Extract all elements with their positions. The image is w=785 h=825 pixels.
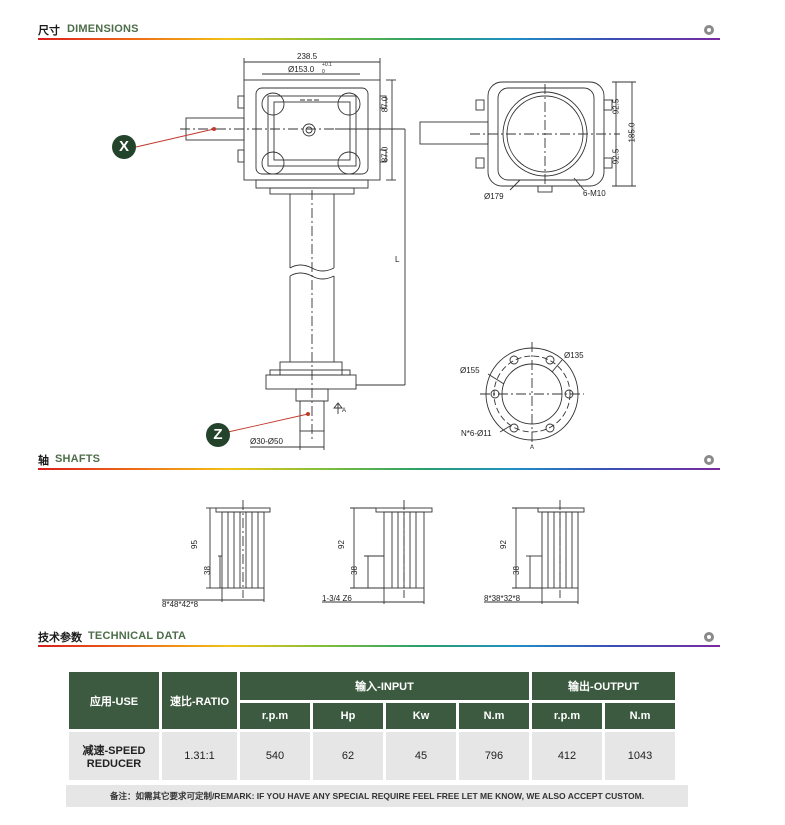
rainbow-divider (38, 38, 720, 40)
dim-179: Ø179 (484, 192, 504, 201)
input-shaft-side (419, 121, 489, 145)
dim-holes: N*6-Ø11 (461, 429, 492, 438)
dim-bore-tol-upper: +0.1 (322, 62, 332, 68)
cell-input-hp: 62 (313, 732, 383, 780)
subheader-input-rpm: r.p.m (240, 703, 310, 729)
badge-x: X (112, 135, 136, 159)
technical-data-table: 应用-USE 速比-RATIO 输入-INPUT 输出-OUTPUT r.p.m… (66, 669, 678, 783)
header-use: 应用-USE (69, 672, 159, 729)
header-output: 输出-OUTPUT (532, 672, 675, 700)
shaft-1-height: 95 (189, 540, 199, 549)
cell-input-kw: 45 (386, 732, 456, 780)
cell-use-line1: 减速-SPEED (82, 745, 146, 757)
label-a-view: A (530, 445, 535, 451)
subheader-input-nm: N.m (459, 703, 529, 729)
dim-87-bottom: 87.0 (380, 146, 390, 163)
section-title-en: DIMENSIONS (67, 23, 139, 35)
subheader-output-rpm: r.p.m (532, 703, 602, 729)
cell-use: 减速-SPEED REDUCER (69, 732, 159, 780)
dim-87-top: 87.0 (380, 96, 390, 113)
shaft-3-inner: 38 (511, 566, 521, 575)
subheader-input-hp: Hp (313, 703, 383, 729)
section-title-en: SHAFTS (55, 453, 101, 465)
bullet-icon (704, 455, 714, 465)
rainbow-divider (38, 468, 720, 470)
shaft-drawing-3 (484, 500, 585, 604)
subheader-output-nm: N.m (605, 703, 675, 729)
badge-z: Z (206, 423, 230, 447)
label-a-arrow: A (342, 408, 347, 414)
subheader-input-kw: Kw (386, 703, 456, 729)
table-row: 减速-SPEED REDUCER 1.31:1 540 62 45 796 41… (69, 732, 675, 780)
dim-92-5-bottom: 92.5 (611, 148, 621, 165)
section-header-shafts: 轴 SHAFTS (38, 452, 720, 470)
dim-bore: Ø153.0 (288, 65, 315, 74)
cell-output-rpm: 412 (532, 732, 602, 780)
cell-output-nm: 1043 (605, 732, 675, 780)
shaft-3-height: 92 (498, 540, 508, 549)
dim-width: 238.5 (297, 52, 318, 61)
section-title-cn: 技术参数 (38, 632, 82, 644)
dim-92-5-top: 92.5 (611, 98, 621, 115)
section-header-technical: 技术参数 TECHNICAL DATA (38, 629, 720, 647)
remark-text: 备注：如需其它要求可定制/REMARK: IF YOU HAVE ANY SPE… (66, 785, 688, 807)
header-input: 输入-INPUT (240, 672, 529, 700)
bullet-icon (704, 25, 714, 35)
shaft-drawing-2 (322, 500, 433, 604)
cell-ratio: 1.31:1 (162, 732, 237, 780)
cell-input-nm: 796 (459, 732, 529, 780)
dim-155: Ø155 (460, 366, 480, 375)
shaft-2-inner: 38 (349, 566, 359, 575)
dim-m10: 6-M10 (583, 189, 606, 198)
section-title-cn: 轴 (38, 455, 49, 467)
header-ratio: 速比-RATIO (162, 672, 237, 729)
dim-185: 185.0 (627, 122, 637, 143)
cell-input-rpm: 540 (240, 732, 310, 780)
rainbow-divider (38, 645, 720, 647)
shaft-2-height: 92 (336, 540, 346, 549)
shaft-3-spec: 8*38*32*8 (484, 594, 521, 603)
dim-bore-tol-lower: 0 (322, 69, 325, 75)
dim-l: L (395, 255, 400, 264)
section-title-en: TECHNICAL DATA (88, 630, 187, 642)
dim-shaft-range: Ø30-Ø50 (250, 437, 283, 446)
shaft-1-inner: 38 (202, 566, 212, 575)
bullet-icon (704, 632, 714, 642)
shaft-2-spec: 1-3/4 Z6 (322, 594, 352, 603)
cell-use-line2: REDUCER (86, 758, 142, 770)
shaft-1-spec: 8*48*42*8 (162, 600, 199, 609)
section-title-cn: 尺寸 (38, 25, 60, 37)
section-header-dimensions: 尺寸 DIMENSIONS (38, 22, 720, 40)
dim-135: Ø135 (564, 351, 584, 360)
shaft-drawing-1 (162, 500, 271, 602)
